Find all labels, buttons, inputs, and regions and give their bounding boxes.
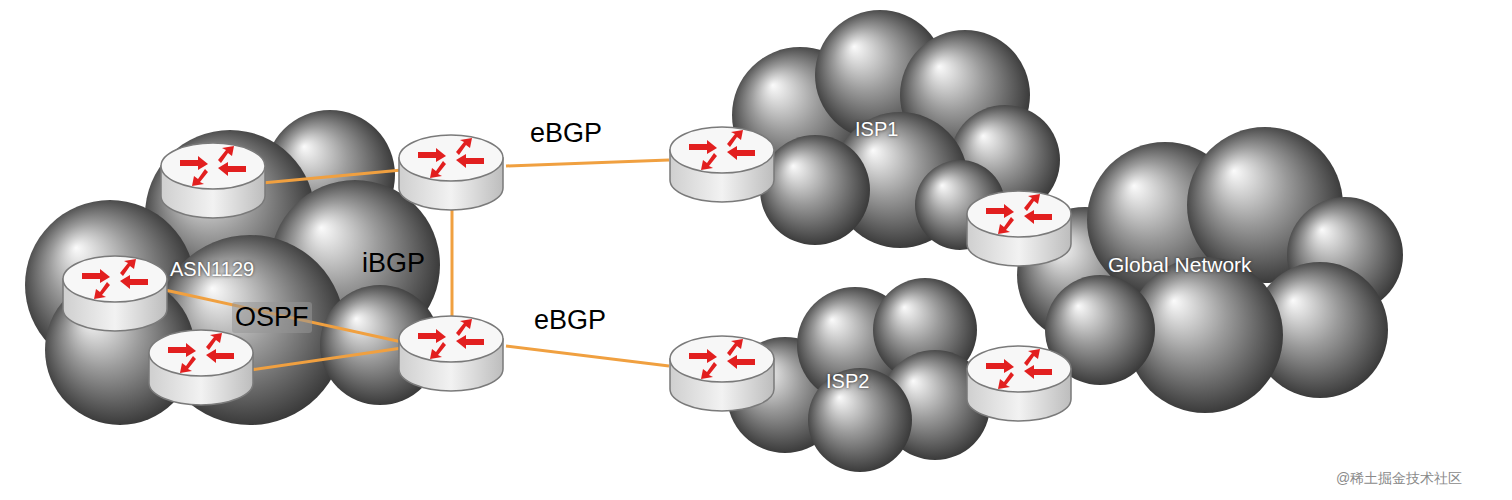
cloud-label: ISP1 <box>855 118 898 141</box>
cloud-label: Global Network <box>1108 253 1252 277</box>
ebgp-link <box>506 346 669 366</box>
edge-label: eBGP <box>534 305 606 336</box>
cloud-node: Global Network <box>1010 125 1420 415</box>
edge-label: eBGP <box>530 118 602 149</box>
protocol-label: OSPF <box>232 302 312 333</box>
cloud-node: ISP1 <box>669 10 1069 255</box>
cloud-label: ISP2 <box>826 370 869 393</box>
protocol-label: iBGP <box>362 248 425 279</box>
watermark: @稀土掘金技术社区 <box>1336 470 1462 488</box>
cloud-node: ASN1129 <box>20 95 506 455</box>
ebgp-link <box>506 160 669 166</box>
global-cloud <box>1017 127 1403 413</box>
cloud-node: ISP2 <box>669 280 989 465</box>
cloud-label: ASN1129 <box>170 258 254 281</box>
routers <box>63 127 1071 421</box>
asn-cloud <box>25 110 440 425</box>
